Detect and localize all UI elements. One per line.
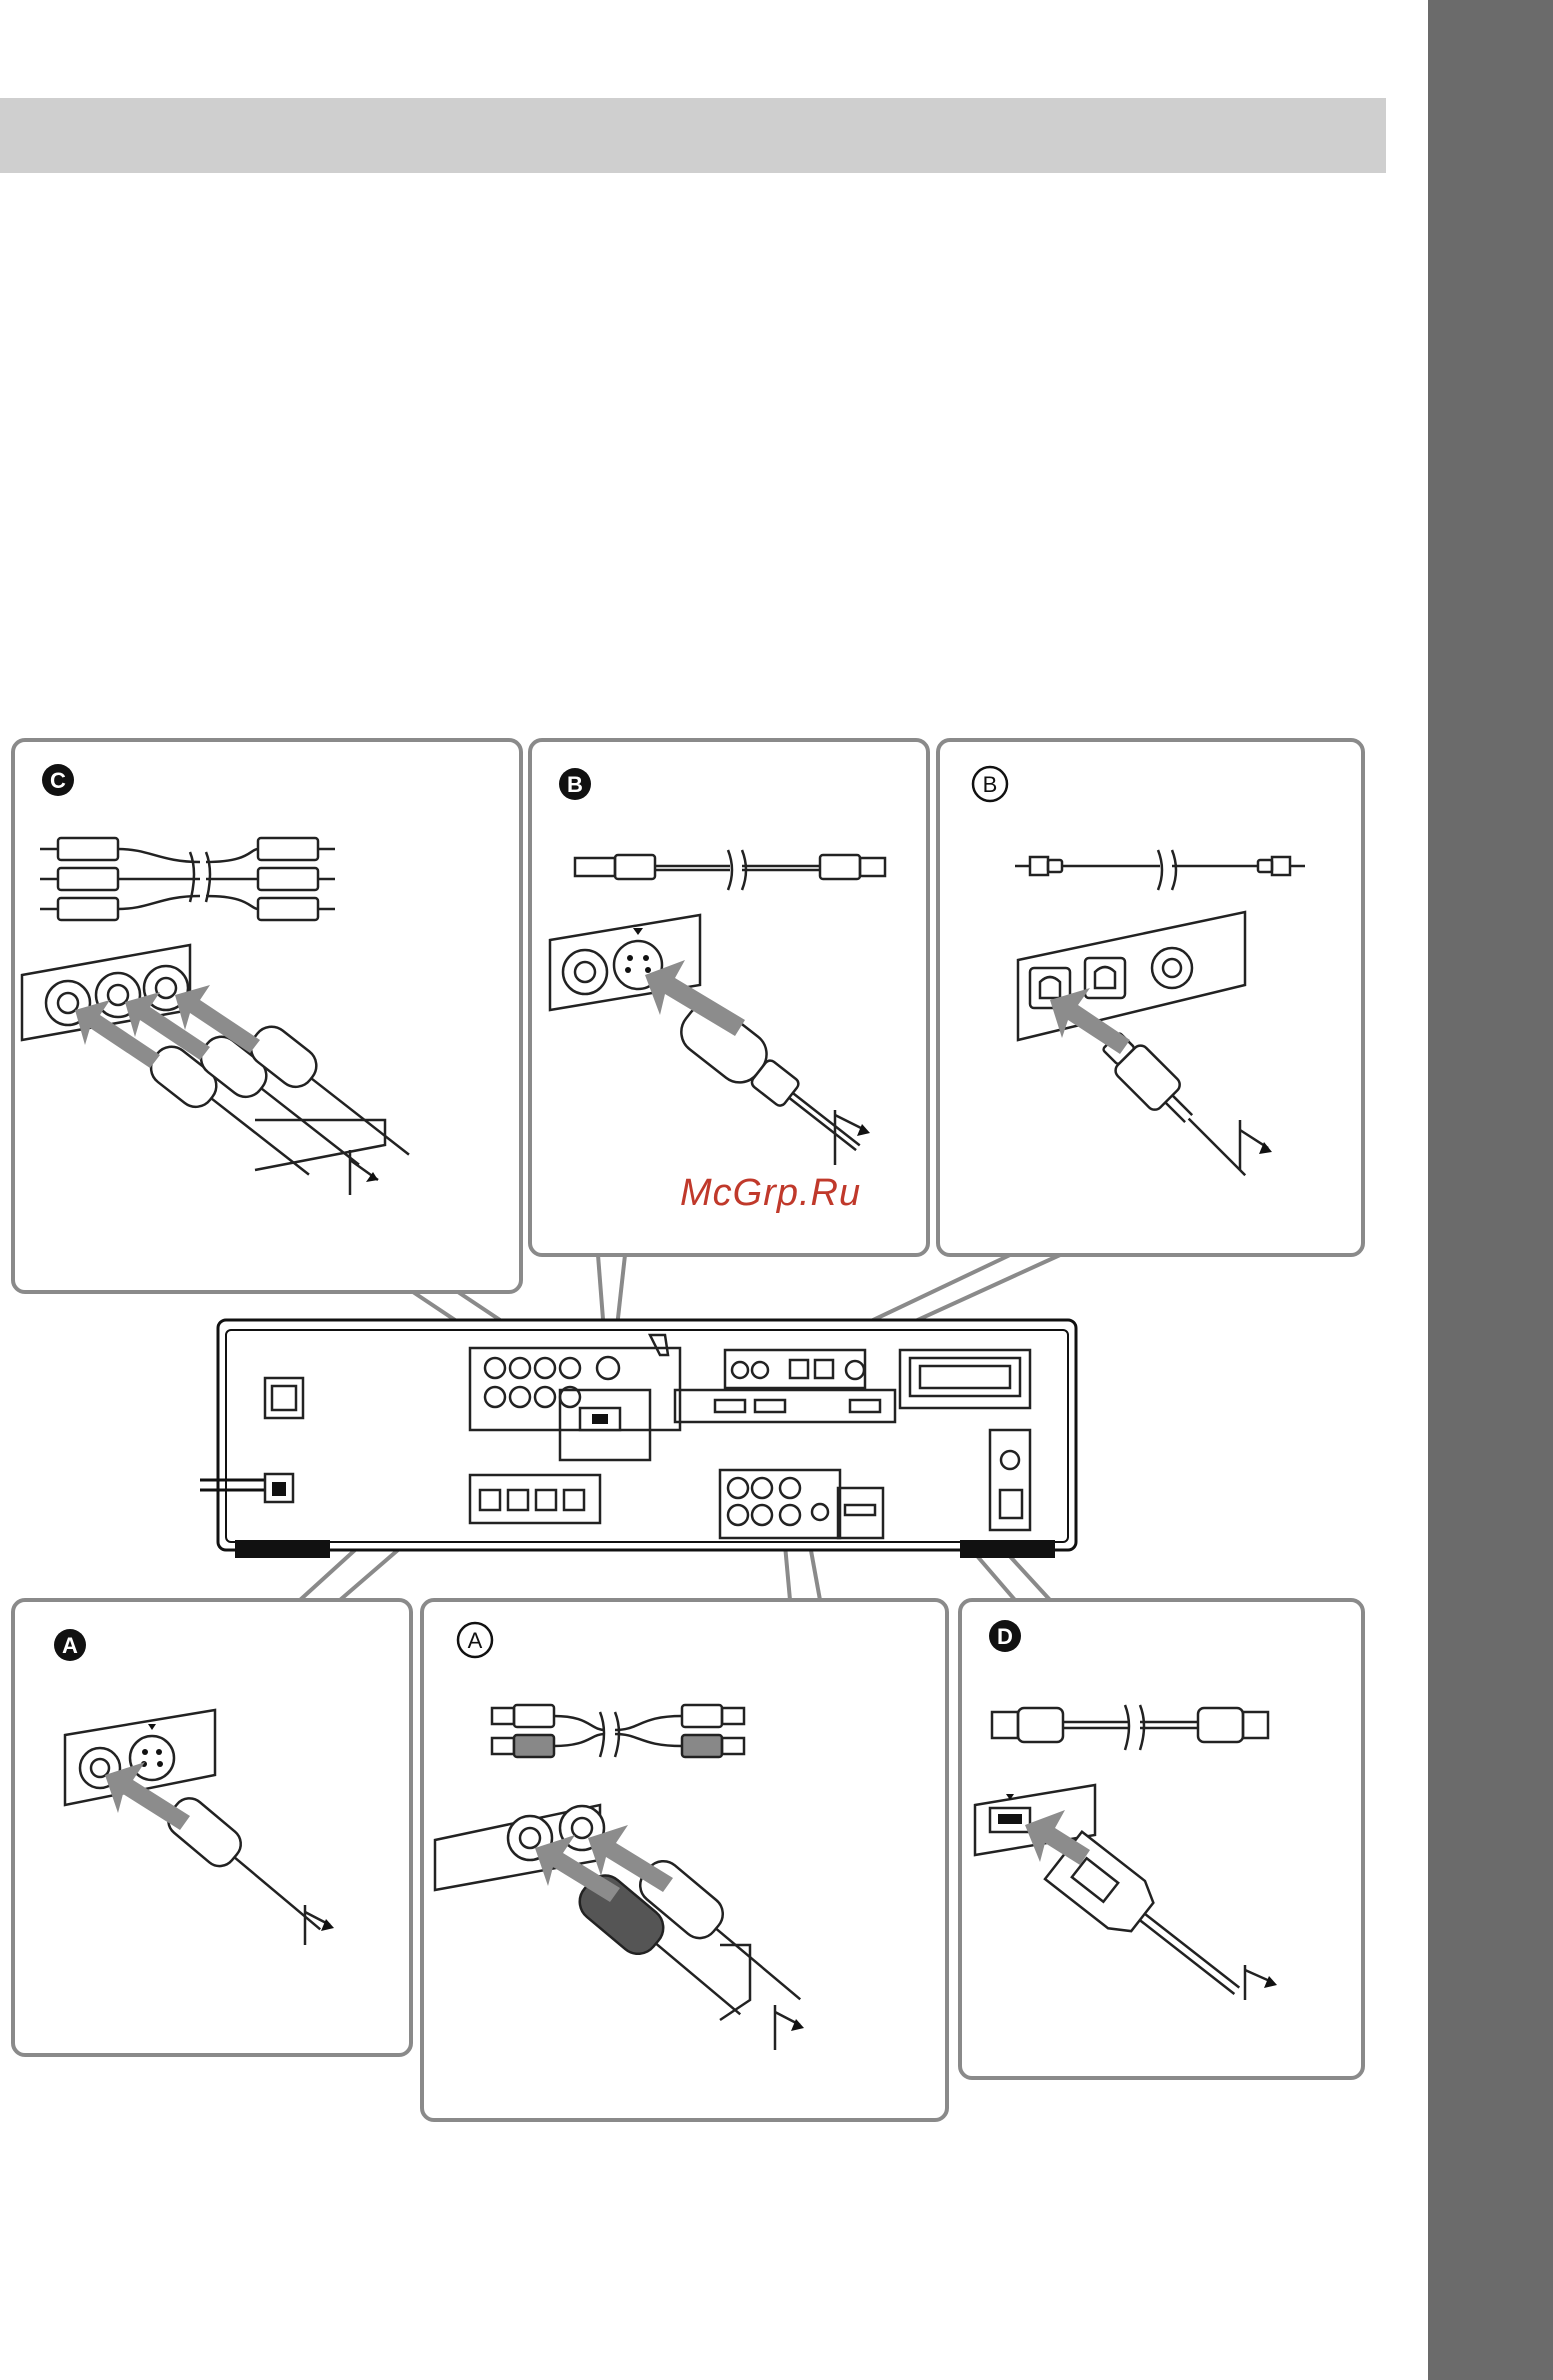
- svg-text:A: A: [62, 1633, 78, 1658]
- panel-d-hdmi: D: [960, 1600, 1363, 2078]
- svg-text:D: D: [997, 1624, 1013, 1649]
- svg-text:B: B: [567, 772, 583, 797]
- panel-d-hdmi-label: D: [989, 1620, 1021, 1652]
- panel-a-audio: A: [422, 1600, 947, 2120]
- panel-b-optical-label: B: [973, 767, 1007, 801]
- rear-panel-unit: [200, 1320, 1076, 1558]
- svg-text:A: A: [468, 1628, 483, 1653]
- panel-a-audio-label: A: [458, 1623, 492, 1657]
- panel-b-svideo-label: B: [559, 768, 591, 800]
- svg-text:C: C: [50, 768, 66, 793]
- panel-c-label: C: [42, 764, 74, 796]
- panel-c: C: [13, 740, 521, 1292]
- panel-a-svideo-label: A: [54, 1629, 86, 1661]
- watermark: McGrp.Ru: [680, 1172, 861, 1214]
- panel-b-optical: B: [938, 740, 1363, 1255]
- svg-text:B: B: [983, 772, 998, 797]
- panel-b-svideo: B McGrp.Ru: [530, 740, 928, 1255]
- panel-a-svideo: A: [13, 1600, 411, 2055]
